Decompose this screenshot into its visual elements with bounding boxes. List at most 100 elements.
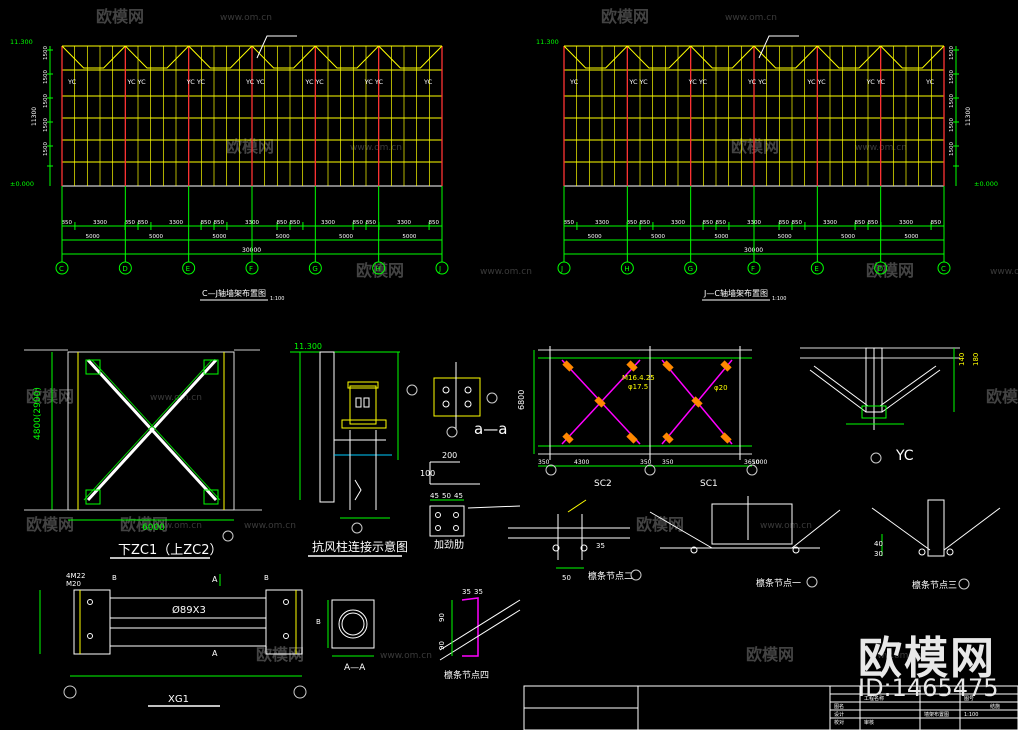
grid-label: G — [688, 265, 693, 273]
side-dim: 1500 — [949, 118, 955, 132]
brace-node — [594, 396, 606, 408]
watermark-id: ID:1465475 — [858, 674, 999, 702]
plate-dim-3: 45 — [454, 492, 463, 500]
overall-dim: 11300 — [965, 107, 972, 126]
watermark-brand: 欧模网 — [356, 261, 404, 280]
xg-arrow: A — [212, 575, 218, 584]
watermark-brand: 欧模网 — [866, 261, 914, 280]
watermark-url: www.om.cn — [990, 267, 1018, 277]
yc-dim-1: 140 — [958, 353, 966, 366]
elevation-scale: 1:100 — [772, 296, 786, 302]
span-dim: 850 — [867, 220, 878, 226]
brace-node — [662, 360, 674, 372]
grid-bubble — [308, 261, 322, 275]
truss — [251, 45, 316, 69]
plate-dim-1: 45 — [430, 492, 439, 500]
truss — [61, 45, 126, 69]
aa-pipe-section — [327, 599, 375, 657]
elev-bottom: ±0.000 — [974, 180, 998, 188]
elevation-scale: 1:100 — [270, 296, 284, 302]
watermark-brand-large: 欧模网 — [858, 633, 996, 684]
bay-dim: 5000 — [841, 234, 855, 240]
truss — [124, 45, 190, 69]
section-mark: B — [316, 618, 321, 626]
span-dim: 850 — [779, 220, 790, 226]
yc-label: YC — [569, 78, 579, 86]
grid-label: F — [249, 265, 253, 273]
grid-bubble — [118, 261, 132, 275]
grid-label: C — [59, 265, 64, 273]
span-dim: 850 — [855, 220, 866, 226]
watermark-brand: 欧模网 — [986, 387, 1018, 406]
grid-label: E — [186, 265, 190, 273]
aa-label: a—a — [474, 420, 507, 438]
watermark-brand: 欧模网 — [746, 645, 794, 664]
grid-bubble — [874, 261, 888, 275]
truss — [378, 45, 443, 69]
watermark-url: www.om.cn — [480, 267, 532, 277]
bay-dim: 5000 — [714, 234, 728, 240]
side-dim: 1500 — [949, 142, 955, 156]
grid-bubble — [372, 261, 386, 275]
side-dim: 1500 — [43, 94, 49, 108]
span-dim: 850 — [627, 220, 638, 226]
yc-label: YC YC — [126, 78, 146, 86]
tb-cell-1: 工程名称 — [864, 695, 884, 702]
lt3-dim-1: 40 — [874, 540, 883, 548]
sc-label-1: SC2 — [594, 479, 612, 489]
plate-title: 加劲肋 — [434, 538, 464, 551]
grid-label: C — [941, 265, 946, 273]
span-dim: 850 — [125, 220, 136, 226]
yc-label: YC YC — [304, 78, 324, 86]
title-block — [523, 685, 1018, 730]
brace-node — [691, 396, 703, 408]
span-dim: 850 — [61, 220, 72, 226]
sc-dim: 350 — [538, 459, 550, 466]
watermark-url: www.om.cn — [150, 393, 202, 403]
aa-section — [406, 362, 498, 485]
kf-elev: 11.300 — [294, 342, 322, 351]
brace-node — [562, 432, 574, 444]
sc-brace-nodes — [562, 360, 732, 444]
truss — [626, 45, 692, 69]
lt4-dim-4: 90 — [438, 641, 446, 650]
grid-label: E — [814, 265, 818, 273]
bay-dim: 5000 — [212, 234, 226, 240]
bay-dim: 5000 — [276, 234, 290, 240]
side-dim: 1500 — [43, 118, 49, 132]
sc-rod2: φ20 — [714, 384, 728, 392]
lt1-title: 檩条节点一 — [756, 577, 801, 589]
bay-dim: 5000 — [778, 234, 792, 240]
xg-mark-2: B — [264, 574, 269, 582]
zc-brace-detail — [24, 349, 262, 542]
bay-dim: 5000 — [402, 234, 416, 240]
lt4-title: 檩条节点四 — [444, 669, 489, 681]
tb-cell-2: 图名 — [834, 703, 844, 710]
span-dim: 850 — [289, 220, 300, 226]
watermark-url: www.om.cn — [870, 651, 922, 661]
truss — [880, 45, 945, 69]
zc-height-dim: 4800(2900) — [33, 387, 43, 440]
side-dim: 1500 — [949, 46, 955, 60]
grid-bubble — [747, 261, 761, 275]
side-dim: 1500 — [949, 70, 955, 84]
side-dim: 1500 — [43, 142, 49, 156]
sc-rod: φ17.5 — [628, 383, 648, 391]
purlin-node-3 — [871, 499, 1001, 557]
grid-label: F — [751, 265, 755, 273]
grid-bubble — [557, 261, 571, 275]
span-dim: 850 — [277, 220, 288, 226]
yc-dim-2: 180 — [972, 353, 980, 366]
tb-cell-5: 审核 — [864, 719, 874, 726]
tb-cell-6: 图号 — [964, 696, 974, 702]
zc-title: 下ZC1（上ZC2） — [118, 543, 223, 558]
grid-label: H — [376, 265, 381, 273]
span-dim: 850 — [213, 220, 224, 226]
span-dim: 850 — [715, 220, 726, 226]
yc-label: YC — [423, 78, 433, 86]
bay-dim: 5000 — [651, 234, 665, 240]
elevation-title: C—J轴墙架布置图 — [202, 288, 266, 298]
watermark-url: www.om.cn — [220, 13, 272, 23]
